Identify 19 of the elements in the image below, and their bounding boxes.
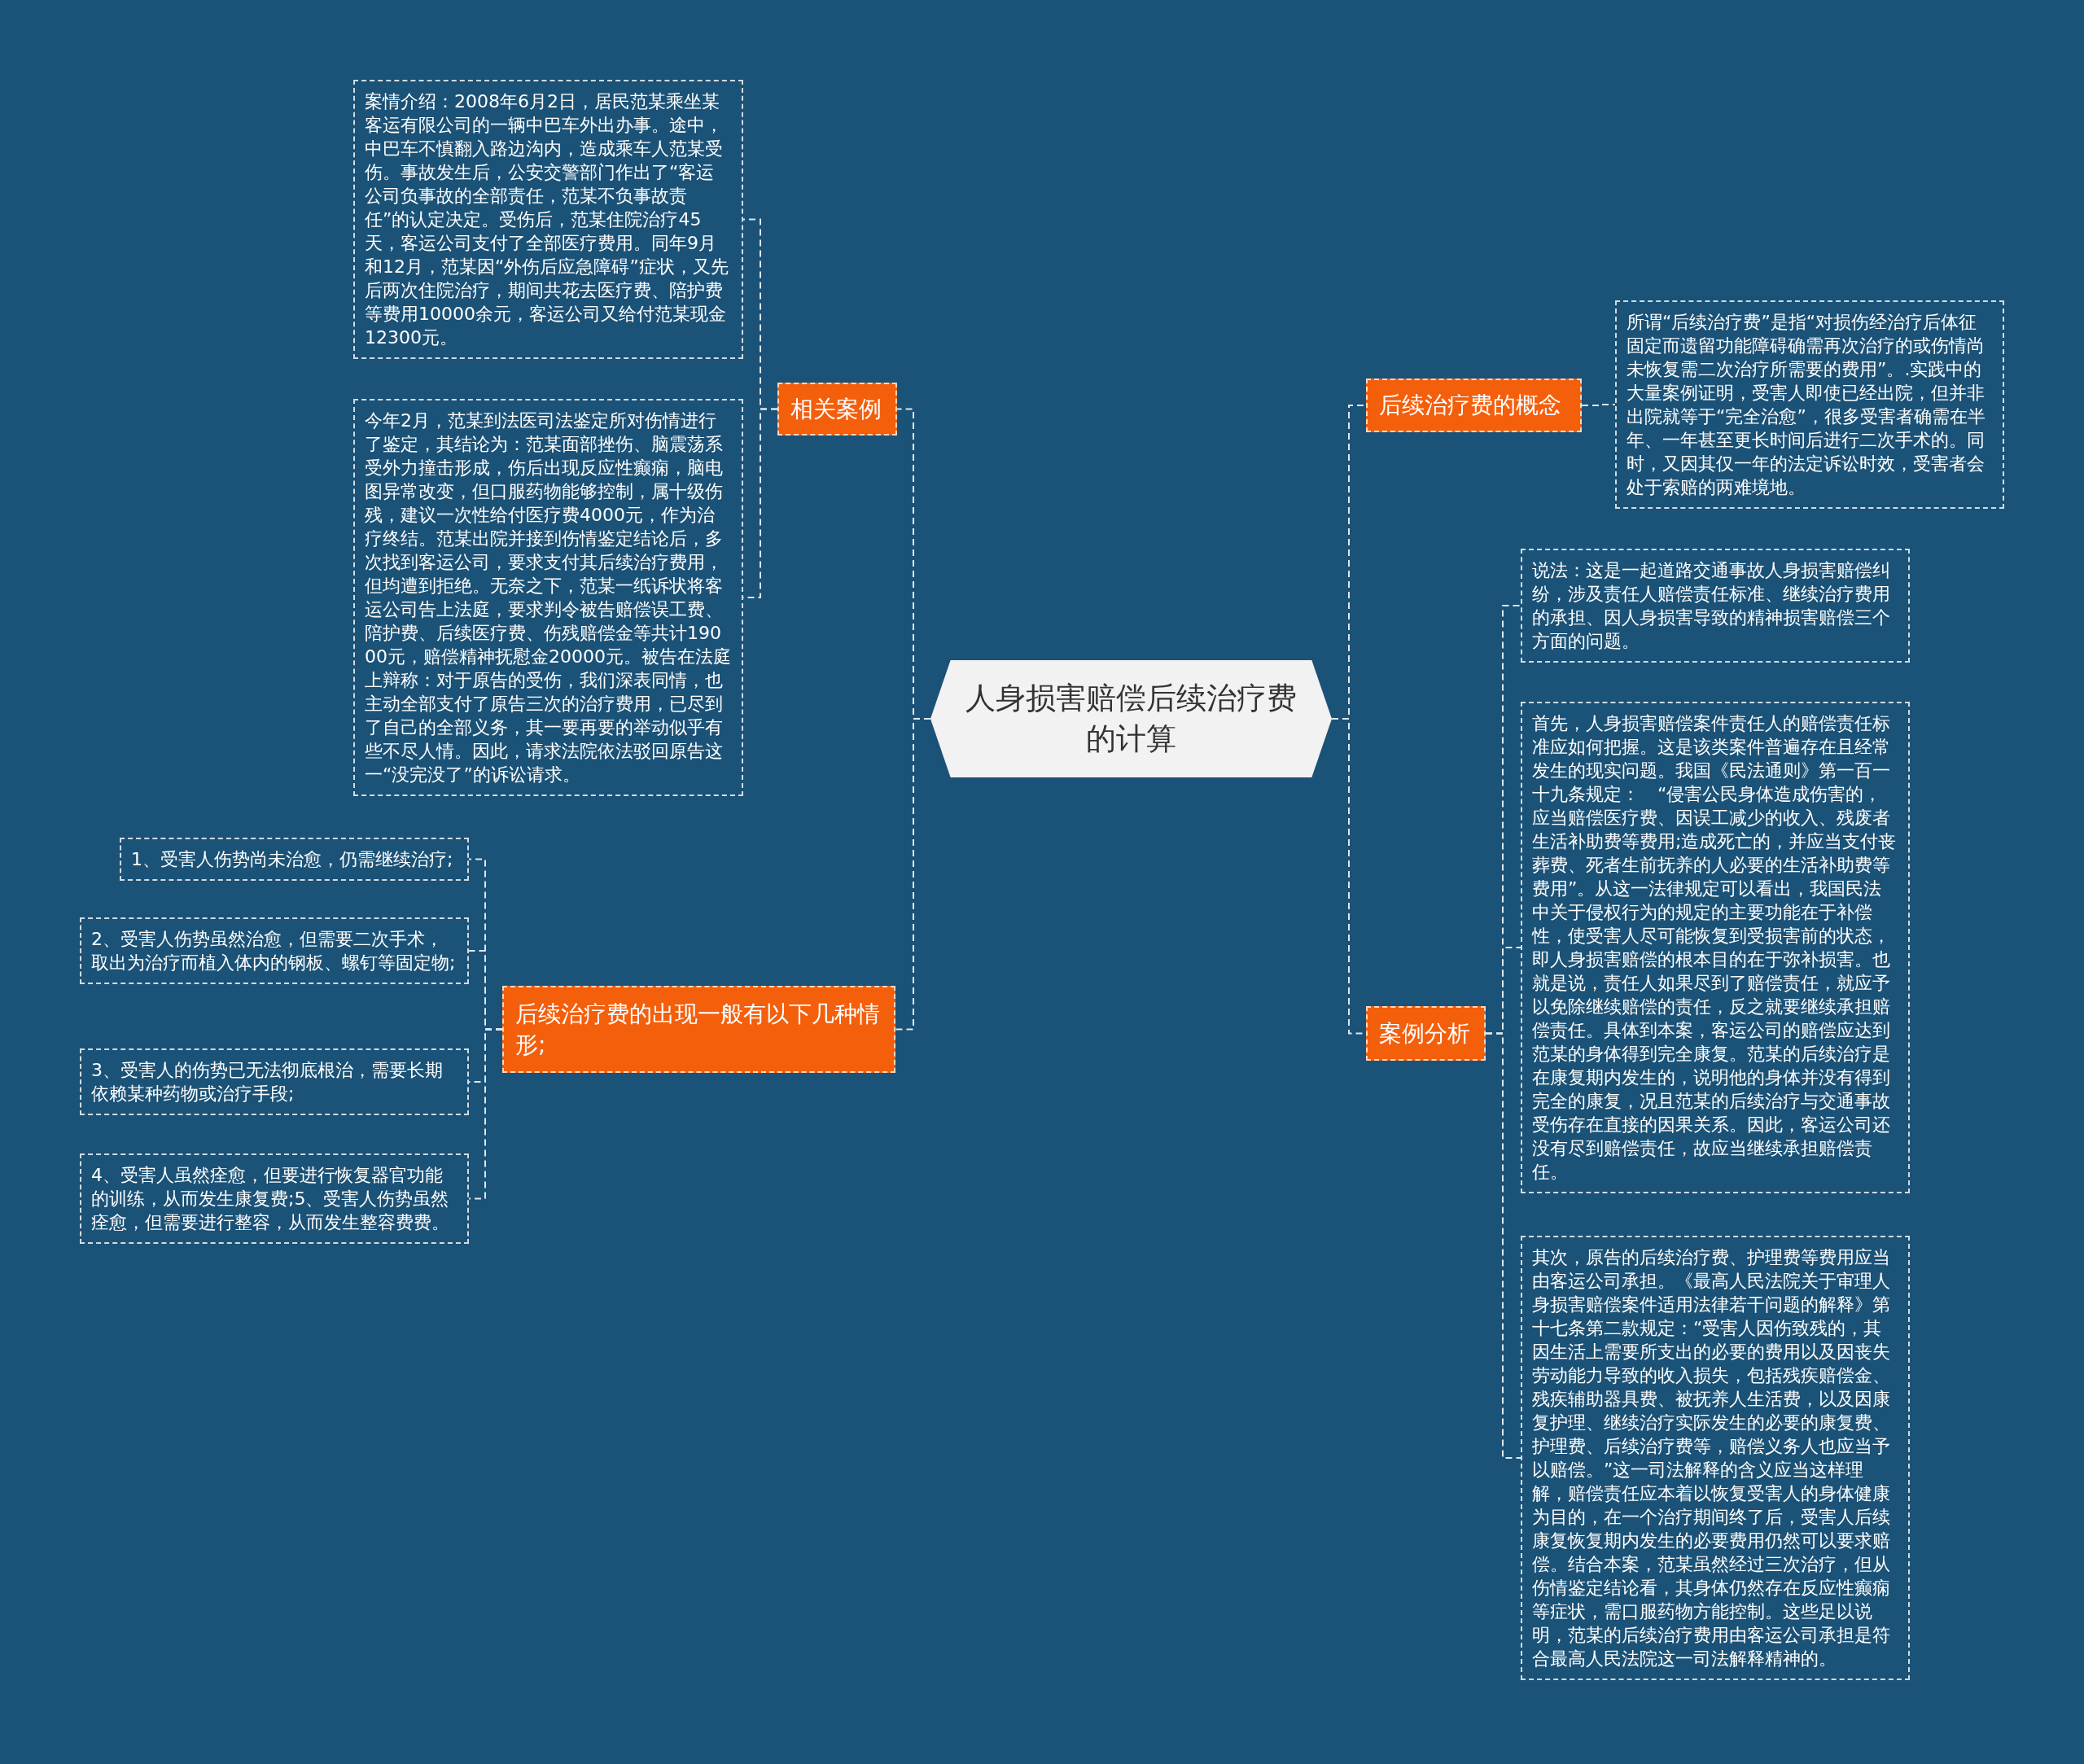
text-card: 2、受害人伤势虽然治愈，但需要二次手术，取出为治疗而植入体内的钢板、螺钉等固定物; xyxy=(80,917,469,984)
central-topic: 人身损害赔偿后续治疗费的计算 xyxy=(930,660,1332,777)
branch-topic: 后续治疗费的概念 xyxy=(1366,379,1582,432)
text-card: 4、受害人虽然痊愈，但要进行恢复器官功能的训练，从而发生康复费;5、受害人伤势虽然痊愈，但需要进行整容，从而发生整容费费。 xyxy=(80,1153,469,1244)
connector xyxy=(468,1028,503,1200)
text-card: 首先，人身损害赔偿案件责任人的赔偿责任标准应如何把握。这是该类案件普遍存在且经常发生的现实问题。我国《民法通则》第一百一十九条规定： “侵害公民身体造成伤害的，应当赔偿医疗费、因误工减少的收入、残废者生活补助费等费用;造成死亡的，并应当支付丧葬费、死者生前抚养的人必要的生活补助费等费用”。从这一法律规定可以看出，我国民法中关于侵权行为的规定的主要功能在于补偿性，使受害人尽可能恢复到受损害前的状态，即人身损害赔偿的根本目的在于弥补损害。也就是说，责任人如果尽到了赔偿责任，就应予以免除继续赔偿的责任，反之就要继续承担赔偿责任。具体到本案，客运公司的赔偿应达到范某的身体得到完全康复。范某的后续治疗是在康复期内发生的，说明他的身体并没有得到完全的康复，况且范某的后续治疗与交通事故受伤存在直接的因果关系。因此，客运公司还没有尽到赔偿责任，故应当继续承担赔偿责任。 xyxy=(1521,702,1910,1193)
branch-topic: 案例分析 xyxy=(1366,1006,1486,1061)
text-card: 今年2月，范某到法医司法鉴定所对伤情进行了鉴定，其结论为：范某面部挫伤、脑震荡系受外力撞击形成，伤后出现反应性癫痫，脑电图异常改变，但口服药物能够控制，属十级伤残，建议一次性给付医疗费4000元，作为治疗终结。范某出院并接到伤情鉴定结论后，多次找到客运公司，要求支付其后续治疗费用，但均遭到拒绝。无奈之下，范某一纸诉状将客运公司告上法庭，要求判令被告赔偿误工费、陪护费、后续医疗费、伤残赔偿金等共计19000元，赔偿精神抚慰金20000元。被告在法庭上辩称：对于原告的受伤，我们深表同情，也主动全部支付了原告三次的治疗费用，已尽到了自己的全部义务，其一要再要的举动似乎有些不尽人情。因此，请求法院依法驳回原告这一“没完没了”的诉讼请求。 xyxy=(353,399,743,796)
connector xyxy=(742,408,778,598)
text-card: 说法：这是一起道路交通事故人身损害赔偿纠纷，涉及责任人赔偿责任标准、继续治疗费用的承担、因人身损害导致的精神损害赔偿三个方面的问题。 xyxy=(1521,549,1910,663)
text-card: 3、受害人的伤势已无法彻底根治，需要长期依赖某种药物或治疗手段; xyxy=(80,1048,469,1115)
branch-topic: 后续治疗费的出现一般有以下几种情形; xyxy=(502,986,895,1073)
text-card: 其次，原告的后续治疗费、护理费等费用应当由客运公司承担。《最高人民法院关于审理人身损害赔偿案件适用法律若干问题的解释》第十七条第二款规定：“受害人因伤致残的，其因生活上需要所支出的必要的费用以及因丧失劳动能力导致的收入损失，包括残疾赔偿金、残疾辅助器具费、被抚养人生活费，以及因康复护理、继续治疗实际发生的必要的康复费、护理费、后续治疗费等，赔偿义务人也应当予以赔偿。”这一司法解释的含义应当这样理解，赔偿责任应本着以恢复受害人的身体健康为目的，在一个治疗期间终了后，受害人后续康复恢复期内发生的必要费用仍然可以要求赔偿。结合本案，范某虽然经过三次治疗，但从伤情鉴定结论看，其身体仍然存在反应性癫痫等症状，需口服药物方能控制。这些足以说明，范某的后续治疗费用由客运公司承担是符合最高人民法院这一司法解释精神的。 xyxy=(1521,1236,1910,1680)
text-card: 1、受害人伤势尚未治愈，仍需继续治疗; xyxy=(120,838,469,881)
connector xyxy=(1485,1032,1521,1459)
text-card: 所谓“后续治疗费”是指“对损伤经治疗后体征固定而遗留功能障碍确需再次治疗的或伤情尚未恢复需二次治疗所需要的费用”。.实践中的大量案例证明，受害人即使已经出院，但并非出院就等于“完全治愈”，很多受害者确需在半年、一年甚至更长时间后进行二次手术的。同时，又因其仅一年的法定诉讼时效，受害者会处于索赔的两难境地。 xyxy=(1615,300,2004,509)
branch-topic: 相关案例 xyxy=(777,383,897,436)
connector xyxy=(1581,404,1616,406)
text-card: 案情介绍：2008年6月2日，居民范某乘坐某客运有限公司的一辆中巴车外出办事。途中，中巴车不慎翻入路边沟内，造成乘车人范某受伤。事故发生后，公安交警部门作出了“客运公司负事故的全部责任，范某不负事故责任”的认定决定。受伤后，范某住院治疗45天，客运公司支付了全部医疗费用。同年9月和12月，范某因“外伤后应急障碍”症状，又先后两次住院治疗，期间共花去医疗费、陪护费等费用10000余元，客运公司又给付范某现金12300元。 xyxy=(353,80,743,359)
